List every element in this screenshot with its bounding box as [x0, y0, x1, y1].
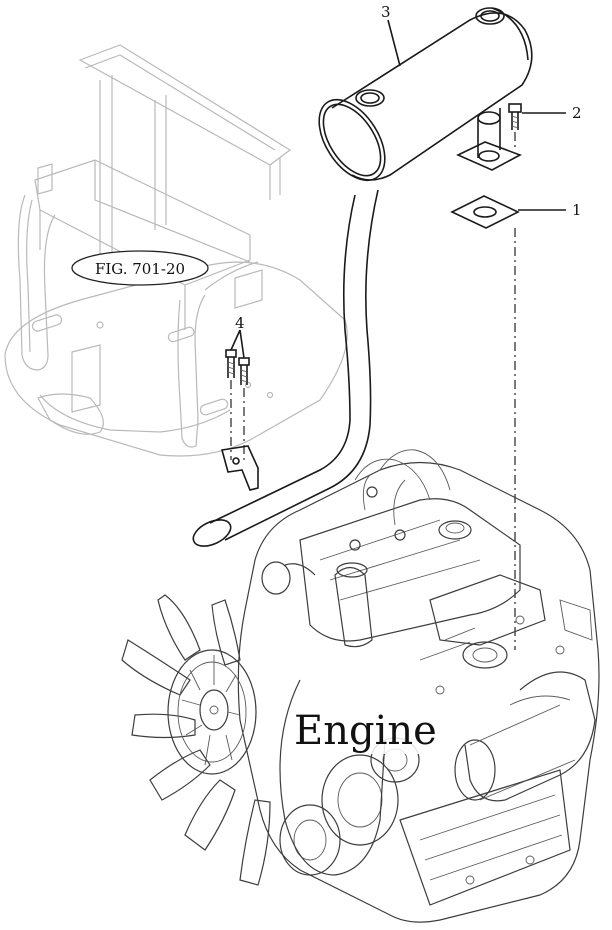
bolt [508, 103, 522, 130]
frame-assembly [4, 44, 348, 457]
assembly-centerlines [230, 132, 516, 650]
figure-reference-text: FIG. 701-20 [95, 260, 185, 278]
engine-assembly [237, 449, 600, 923]
bracket-bolts [225, 349, 250, 385]
gasket [450, 195, 520, 229]
cooling-fan [121, 594, 271, 886]
leader-lines [230, 19, 566, 359]
callout-2: 2 [572, 104, 582, 122]
tail-pipe [192, 189, 379, 547]
callout-3: 3 [381, 3, 391, 21]
engine-label: Engine [290, 708, 441, 754]
callout-4: 4 [235, 314, 245, 332]
figure-reference-callout[interactable]: FIG. 701-20 [71, 250, 209, 286]
muffler [318, 7, 533, 182]
callout-1: 1 [572, 201, 582, 219]
